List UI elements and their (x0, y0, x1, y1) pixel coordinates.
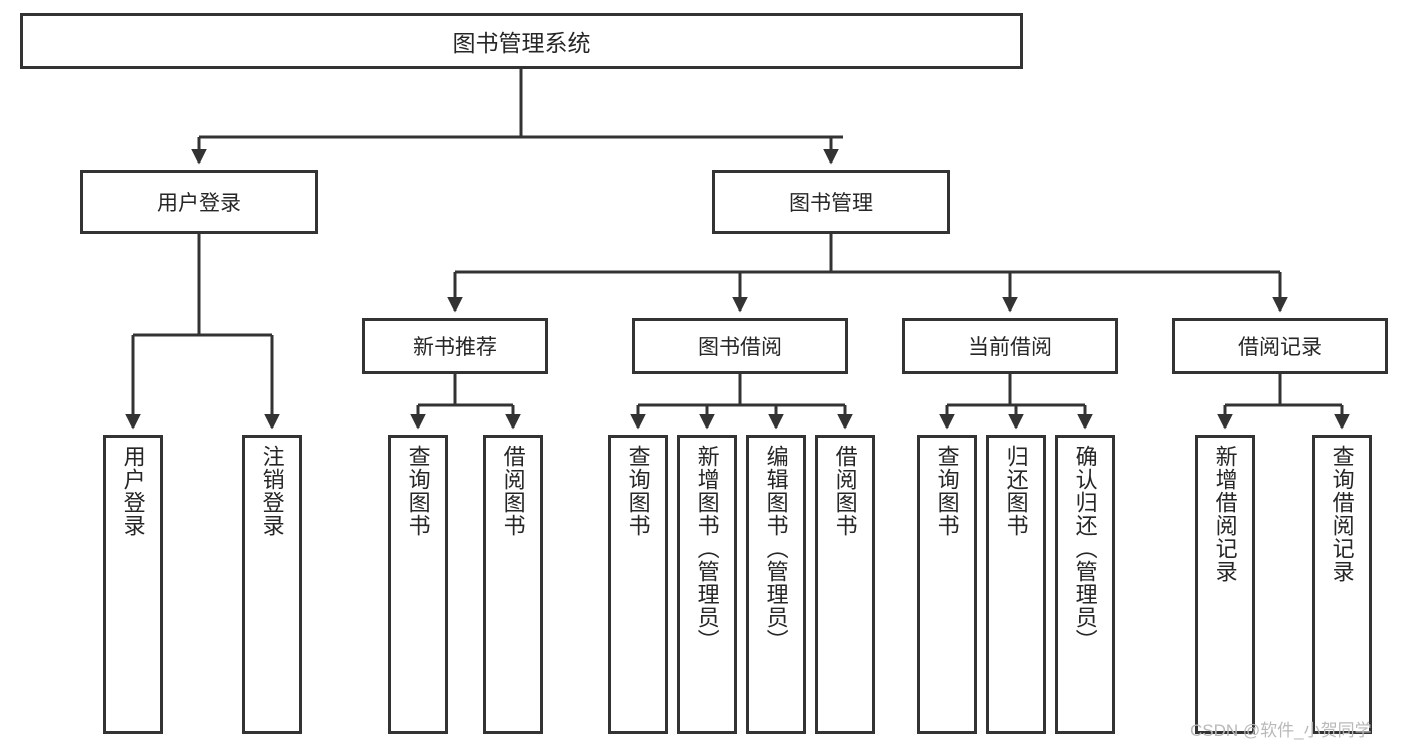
node-leaf-borrow-book-2-label: 借阅图书 (832, 445, 858, 537)
node-leaf-borrow-book-2[interactable]: 借阅图书 (815, 435, 875, 734)
watermark: CSDN @软件_小贺同学 (1190, 721, 1372, 740)
node-leaf-add-record-label: 新增借阅记录 (1212, 445, 1238, 583)
node-leaf-query-record[interactable]: 查询借阅记录 (1312, 435, 1372, 734)
node-leaf-query-book-1-label: 查询图书 (405, 445, 431, 537)
node-borrow-record-label: 借阅记录 (1238, 336, 1322, 359)
node-leaf-user-login-label: 用户登录 (120, 445, 146, 537)
node-new-book-recommend-label: 新书推荐 (413, 336, 497, 359)
node-leaf-query-book-1[interactable]: 查询图书 (388, 435, 448, 734)
node-leaf-edit-book-label: 编辑图书（管理员） (763, 445, 789, 652)
node-current-borrow[interactable]: 当前借阅 (902, 318, 1118, 374)
node-leaf-borrow-book-1[interactable]: 借阅图书 (483, 435, 543, 734)
node-leaf-query-book-3[interactable]: 查询图书 (917, 435, 977, 734)
node-book-manage-label: 图书管理 (789, 192, 873, 215)
node-user-login[interactable]: 用户登录 (80, 170, 318, 234)
node-leaf-add-book[interactable]: 新增图书（管理员） (677, 435, 737, 734)
node-leaf-return-book-label: 归还图书 (1003, 445, 1029, 537)
node-book-borrow-label: 图书借阅 (698, 336, 782, 359)
node-root-label: 图书管理系统 (452, 30, 591, 56)
node-leaf-add-record[interactable]: 新增借阅记录 (1195, 435, 1255, 734)
node-leaf-user-logout[interactable]: 注销登录 (242, 435, 302, 734)
node-borrow-record[interactable]: 借阅记录 (1172, 318, 1388, 374)
node-leaf-borrow-book-1-label: 借阅图书 (500, 445, 526, 537)
node-leaf-query-record-label: 查询借阅记录 (1329, 445, 1355, 583)
node-current-borrow-label: 当前借阅 (968, 336, 1052, 359)
node-leaf-query-book-3-label: 查询图书 (934, 445, 960, 537)
node-leaf-user-login[interactable]: 用户登录 (103, 435, 163, 734)
node-leaf-confirm-return-label: 确认归还（管理员） (1072, 445, 1098, 652)
node-leaf-return-book[interactable]: 归还图书 (986, 435, 1046, 734)
node-new-book-recommend[interactable]: 新书推荐 (362, 318, 548, 374)
node-book-manage[interactable]: 图书管理 (712, 170, 950, 234)
node-leaf-add-book-label: 新增图书（管理员） (694, 445, 720, 652)
node-leaf-query-book-2-label: 查询图书 (625, 445, 651, 537)
node-leaf-query-book-2[interactable]: 查询图书 (608, 435, 668, 734)
node-root[interactable]: 图书管理系统 (20, 13, 1023, 69)
node-book-borrow[interactable]: 图书借阅 (632, 318, 848, 374)
node-leaf-user-logout-label: 注销登录 (259, 445, 285, 537)
node-leaf-confirm-return[interactable]: 确认归还（管理员） (1055, 435, 1115, 734)
node-leaf-edit-book[interactable]: 编辑图书（管理员） (746, 435, 806, 734)
node-user-login-label: 用户登录 (157, 192, 241, 215)
